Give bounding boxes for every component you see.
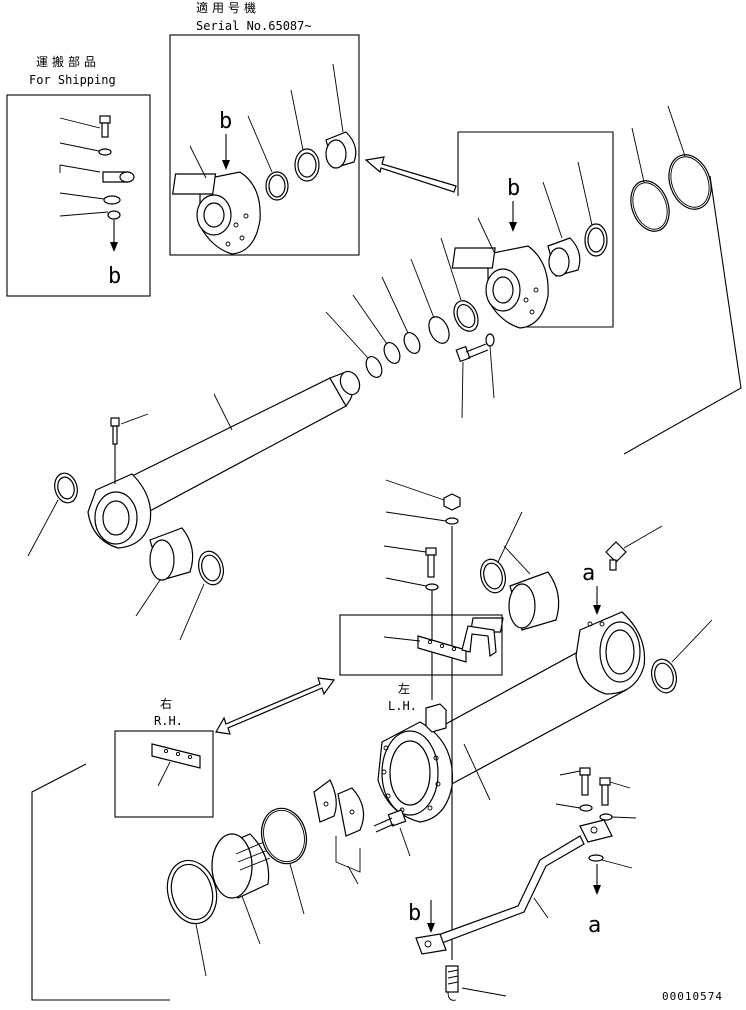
rod-eye-seal-right <box>179 550 224 641</box>
serial-head-flange <box>172 145 261 255</box>
for-shipping-en-label: For Shipping <box>29 73 116 87</box>
right-hand-jp-label: 右 <box>160 696 172 711</box>
serial-en-label: Serial No.65087~ <box>196 19 312 33</box>
pipe-ref-a: a <box>588 864 601 938</box>
tube-grease-fitting <box>605 525 663 571</box>
piston-ring-large <box>166 859 218 977</box>
shipping-cap <box>59 210 121 220</box>
bracket-box <box>339 614 503 676</box>
head-bolt <box>455 333 495 419</box>
piston-rod <box>127 370 361 513</box>
shipping-plate <box>59 192 121 205</box>
piston-wear-ring <box>260 807 308 915</box>
serial-jp-label: 適用号機 <box>196 0 260 15</box>
shipping-bolt <box>59 115 111 138</box>
tube-flange <box>377 721 453 823</box>
piston-bolt <box>373 809 411 857</box>
head-bushing <box>542 181 581 277</box>
left-hand-en-label: L.H. <box>388 699 417 713</box>
rod-eye-seal-left <box>27 472 78 557</box>
serial-ring-2 <box>290 89 320 182</box>
tube-ref-a: a <box>582 561 601 615</box>
pipe-ref-b: b <box>408 900 435 933</box>
block-part <box>425 703 447 733</box>
head-seal <box>577 161 608 257</box>
shipping-clamp <box>59 164 135 183</box>
serial-ring-1 <box>247 115 289 201</box>
pipe-ref-a-label: a <box>588 913 601 938</box>
drawing-number: 00010574 <box>662 990 723 1003</box>
pipe-flange-upper <box>579 819 613 843</box>
head-group-box: b <box>451 131 614 329</box>
tube-ref-a-label: a <box>582 561 595 586</box>
serial-bushing <box>325 63 357 169</box>
pipe-flange-lower <box>415 933 447 955</box>
left-hand-jp-label: 左 <box>398 681 410 696</box>
shipping-ref-b: b <box>108 264 121 289</box>
right-hand-en-label: R.H. <box>154 714 183 728</box>
for-shipping-box: 運搬部品 For Shipping <box>6 54 151 297</box>
large-o-ring-1 <box>630 127 670 232</box>
right-hand-box: 右 R.H. <box>114 696 214 818</box>
tube-bushing <box>503 545 560 631</box>
serial-ref-b: b <box>219 109 232 134</box>
head-ref-b: b <box>507 176 520 201</box>
lr-double-arrow <box>215 677 336 735</box>
rod-eye <box>87 473 152 549</box>
large-o-ring-2 <box>667 105 712 210</box>
for-shipping-jp-label: 運搬部品 <box>36 54 100 69</box>
clamp-stack <box>383 479 461 960</box>
split-collar <box>313 779 365 885</box>
hydraulic-pipe <box>429 835 585 947</box>
serial-callout-arrow <box>364 156 457 193</box>
head-flange <box>451 217 549 329</box>
piston <box>211 833 271 945</box>
tube-seal-lower <box>651 619 713 694</box>
rod-seal-stack <box>325 237 479 378</box>
tube-seal-upper <box>480 511 523 594</box>
shipping-washer <box>59 142 112 156</box>
pipe-bolts <box>555 767 637 869</box>
pipe-ref-b-label: b <box>408 901 421 926</box>
pipe-hose-fitting <box>445 965 507 1001</box>
rod-eye-bushing <box>135 527 194 617</box>
serial-applicable-box: 適用号機 Serial No.65087~ b <box>169 0 360 256</box>
tube-bottom-eye <box>469 611 646 695</box>
rod-grease-fitting <box>110 413 149 484</box>
